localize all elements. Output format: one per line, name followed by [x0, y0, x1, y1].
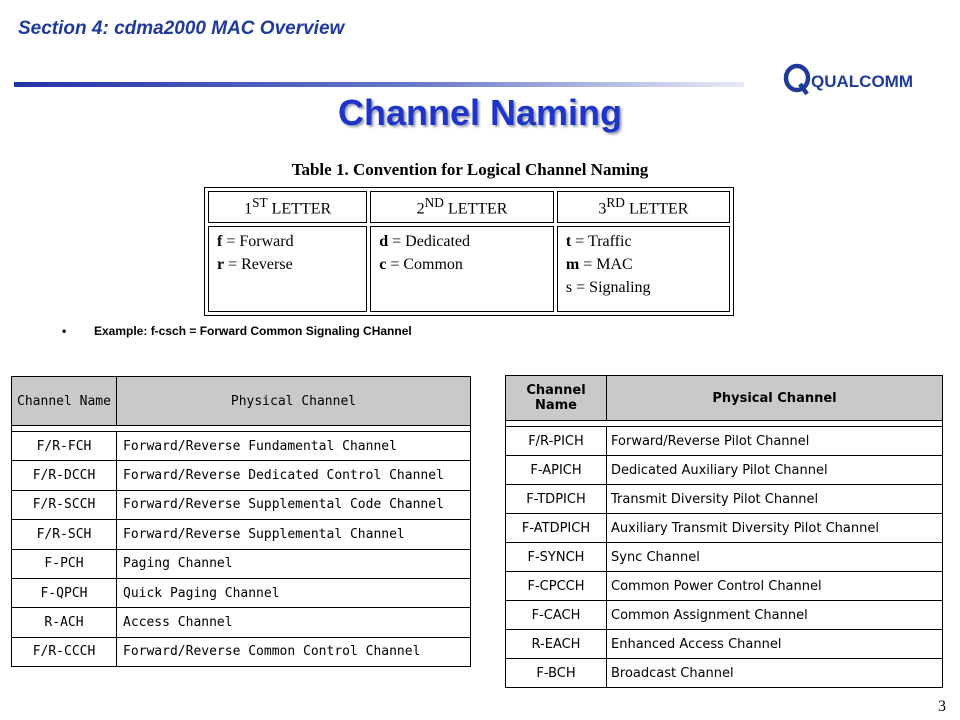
header-channel-name: Channel Name: [11, 376, 117, 426]
physical-channel-cell: Forward/Reverse Dedicated Control Channe…: [116, 460, 471, 491]
physical-channel-cell: Enhanced Access Channel: [606, 629, 943, 659]
list-item: t = Traffic: [565, 233, 632, 250]
physical-channel-cell: Common Assignment Channel: [606, 600, 943, 630]
channel-name-cell: R-EACH: [505, 629, 607, 659]
channel-name-cell: F-SYNCH: [505, 542, 607, 572]
channel-name-cell: F/R-SCH: [11, 519, 117, 550]
list-item: m = MAC: [565, 256, 633, 273]
physical-channel-cell: Dedicated Auxiliary Pilot Channel: [606, 455, 943, 485]
physical-channel-cell: Broadcast Channel: [606, 658, 943, 688]
header-third-letter: 3RD LETTER: [556, 191, 730, 223]
page-title: Channel Naming: [337, 92, 623, 133]
physical-channel-cell: Forward/Reverse Fundamental Channel: [116, 430, 471, 462]
channel-name-cell: F-ATDPICH: [505, 513, 607, 543]
channel-name-cell: F-BCH: [505, 658, 607, 688]
channel-name-cell: F-PCH: [11, 548, 117, 579]
channel-name-cell: F/R-PICH: [505, 426, 607, 456]
first-letter-cell: f = Forward r = Reverse: [208, 226, 368, 312]
list-item: d = Dedicated: [379, 233, 471, 250]
channel-name-cell: F/R-DCCH: [11, 460, 117, 491]
physical-channel-cell: Transmit Diversity Pilot Channel: [606, 484, 943, 514]
second-letter-cell: d = Dedicated c = Common: [370, 226, 554, 312]
bullet-icon: •: [62, 324, 67, 338]
physical-channel-cell: Forward/Reverse Common Control Channel: [116, 636, 471, 668]
channel-name-cell: F-CACH: [505, 600, 607, 630]
page-number: 3: [938, 698, 946, 715]
physical-channel-cell: Sync Channel: [606, 542, 943, 572]
channel-name-cell: F/R-CCCH: [11, 636, 117, 668]
physical-channel-cell: Paging Channel: [116, 548, 471, 579]
list-item: r = Reverse: [217, 256, 293, 273]
header-second-letter: 2ND LETTER: [370, 191, 554, 223]
table1-caption: Table 1. Convention for Logical Channel …: [291, 160, 649, 179]
physical-channel-cell: Common Power Control Channel: [606, 571, 943, 601]
qualcomm-logo: QUALCOMM: [783, 63, 913, 96]
channel-name-cell: F-TDPICH: [505, 484, 607, 514]
channel-name-cell: F-APICH: [505, 455, 607, 485]
example-bullet: • Example: f-csch = Forward Common Signal…: [62, 324, 412, 338]
channel-name-cell: F-QPCH: [11, 577, 117, 609]
header-physical-channel: Physical Channel: [606, 375, 943, 421]
header-channel-name: Channel Name: [505, 375, 607, 421]
header-rule: [14, 82, 744, 87]
channel-name-cell: F/R-FCH: [11, 430, 117, 462]
physical-channel-cell: Access Channel: [116, 607, 471, 638]
table-header-row: 1ST LETTER 2ND LETTER 3RD LETTER: [208, 191, 730, 223]
list-item: f = Forward: [217, 233, 294, 250]
channel-name-cell: F/R-SCCH: [11, 489, 117, 521]
physical-channel-cell: Quick Paging Channel: [116, 577, 471, 609]
table-header-row: Channel Name Physical Channel: [505, 375, 943, 421]
list-item: c = Common: [379, 256, 463, 273]
logo-text: QUALCOMM: [811, 72, 913, 91]
physical-channel-cell: Forward/Reverse Pilot Channel: [606, 426, 943, 456]
section-title: Section 4: cdma2000 MAC Overview: [18, 18, 345, 39]
table-body-row: f = Forward r = Reverse d = Dedicated c …: [208, 226, 730, 312]
table-header-row: Channel Name Physical Channel: [11, 376, 471, 426]
list-item: s = Signaling: [565, 279, 651, 296]
naming-convention-table: 1ST LETTER 2ND LETTER 3RD LETTER f = For…: [204, 187, 734, 316]
header-physical-channel: Physical Channel: [116, 376, 471, 426]
channel-name-cell: F-CPCCH: [505, 571, 607, 601]
physical-channel-cell: Auxiliary Transmit Diversity Pilot Chann…: [606, 513, 943, 543]
channel-name-cell: R-ACH: [11, 607, 117, 638]
header-first-letter: 1ST LETTER: [208, 191, 368, 223]
physical-channel-cell: Forward/Reverse Supplemental Code Channe…: [116, 489, 471, 521]
physical-channel-cell: Forward/Reverse Supplemental Channel: [116, 519, 471, 550]
third-letter-cell: t = Traffic m = MAC s = Signaling: [556, 226, 730, 312]
example-text: Example: f-csch = Forward Common Signali…: [94, 324, 412, 338]
